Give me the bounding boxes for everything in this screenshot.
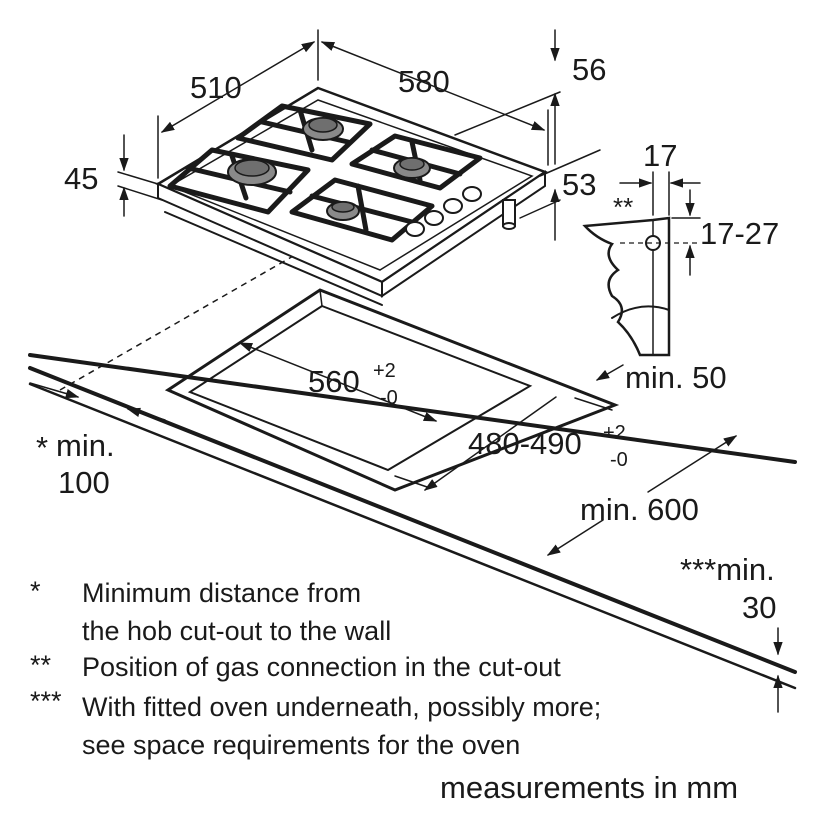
burner-front-right [326, 201, 360, 221]
gas-connector [502, 199, 516, 230]
hob-width-label: 580 [398, 64, 450, 99]
note-3-marker: *** [30, 686, 62, 716]
min-50-arrow [595, 364, 624, 381]
hob-height-label: 45 [64, 161, 98, 196]
min-600-label: min. 600 [580, 492, 699, 527]
cutout-depth-tol-plus: +2 [603, 422, 626, 444]
dim-17-label: 17 [643, 138, 677, 173]
cutout-width-tol-plus: +2 [373, 360, 396, 382]
note-1-line-2: the hob cut-out to the wall [82, 616, 391, 646]
min-50-label: min. 50 [625, 360, 727, 395]
control-knobs [405, 186, 482, 237]
wall-distance-marker: * [36, 430, 48, 465]
oven-distance-marker: ***min. [680, 552, 775, 587]
burner-rear-right [393, 157, 431, 179]
oven-distance-value: 30 [742, 590, 776, 625]
dim-56-label: 56 [572, 52, 606, 87]
hob-dimension-lines [117, 29, 601, 241]
cutout-depth-label: 480-490 [468, 426, 582, 461]
note-2-marker: ** [30, 650, 52, 680]
cutout-depth-tol-minus: -0 [610, 449, 628, 471]
burner-front-left [227, 158, 277, 186]
cutout-dimension-lines [29, 342, 783, 713]
units-note: measurements in mm [440, 770, 738, 805]
cutout-width-label: 560 [308, 364, 360, 399]
notes-legend: * Minimum distance from the hob cut-out … [30, 576, 601, 760]
burner-rear-left [302, 117, 344, 141]
note-3-line-2: see space requirements for the oven [82, 730, 520, 760]
note-1-marker: * [30, 576, 41, 606]
note-3-line-1: With fitted oven underneath, possibly mo… [82, 692, 601, 722]
wall-distance-label-1: min. [56, 428, 115, 463]
cutout-width-tol-minus: -0 [380, 387, 398, 409]
cutout-opening [164, 288, 620, 492]
note-1-line-1: Minimum distance from [82, 578, 361, 608]
gas-position-marker: ** [613, 192, 633, 222]
hob-depth-label: 510 [190, 70, 242, 105]
wall-distance-label-2: 100 [58, 465, 110, 500]
side-section-detail [582, 171, 701, 357]
hob [155, 86, 548, 306]
note-2-line-1: Position of gas connection in the cut-ou… [82, 652, 561, 682]
dim-53-label: 53 [562, 167, 596, 202]
dim-17-27-label: 17-27 [700, 216, 779, 251]
wall-reference-line [59, 254, 296, 391]
